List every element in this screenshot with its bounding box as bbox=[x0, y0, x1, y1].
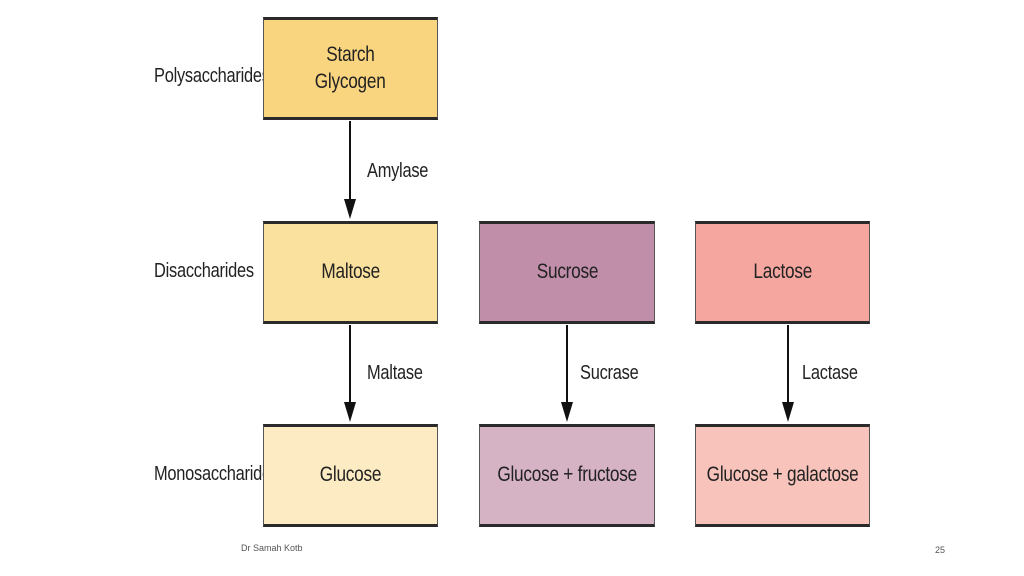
maltase-arrow-line bbox=[349, 325, 351, 404]
sucrase-arrow-line bbox=[566, 325, 568, 404]
disaccharides-label: Disaccharides bbox=[154, 260, 254, 282]
glucose-box: Glucose bbox=[263, 424, 438, 527]
monosaccharides-label: Monosaccharides bbox=[154, 463, 279, 485]
maltase-arrowhead-icon bbox=[344, 402, 356, 422]
glucose-galactose-box: Glucose + galactose bbox=[695, 424, 870, 527]
glycogen-text: Glycogen bbox=[315, 69, 386, 93]
sucrase-arrowhead-icon bbox=[561, 402, 573, 422]
lactase-label: Lactase bbox=[802, 362, 858, 384]
lactase-arrowhead-icon bbox=[782, 402, 794, 422]
glucose-text: Glucose bbox=[319, 463, 382, 487]
maltase-label: Maltase bbox=[367, 362, 423, 384]
author-footer: Dr Samah Kotb bbox=[241, 543, 303, 553]
sucrose-text: Sucrose bbox=[536, 260, 598, 284]
amylase-arrowhead-icon bbox=[344, 199, 356, 219]
maltose-box: Maltose bbox=[263, 221, 438, 324]
amylase-arrow-line bbox=[349, 121, 351, 201]
lactase-arrow-line bbox=[787, 325, 789, 404]
glucose-fructose-box: Glucose + fructose bbox=[479, 424, 655, 527]
page-number: 25 bbox=[935, 545, 946, 555]
amylase-label: Amylase bbox=[367, 160, 429, 182]
starch-text: Starch bbox=[326, 43, 375, 67]
polysaccharides-label: Polysaccharides bbox=[154, 65, 270, 87]
sucrose-box: Sucrose bbox=[479, 221, 655, 324]
lactose-text: Lactose bbox=[753, 260, 812, 284]
sucrase-label: Sucrase bbox=[580, 362, 639, 384]
glucose-fructose-text: Glucose + fructose bbox=[497, 463, 637, 487]
starch-glycogen-box: Starch Glycogen bbox=[263, 17, 438, 120]
maltose-text: Maltose bbox=[321, 260, 380, 284]
lactose-box: Lactose bbox=[695, 221, 870, 324]
glucose-galactose-text: Glucose + galactose bbox=[706, 463, 859, 487]
